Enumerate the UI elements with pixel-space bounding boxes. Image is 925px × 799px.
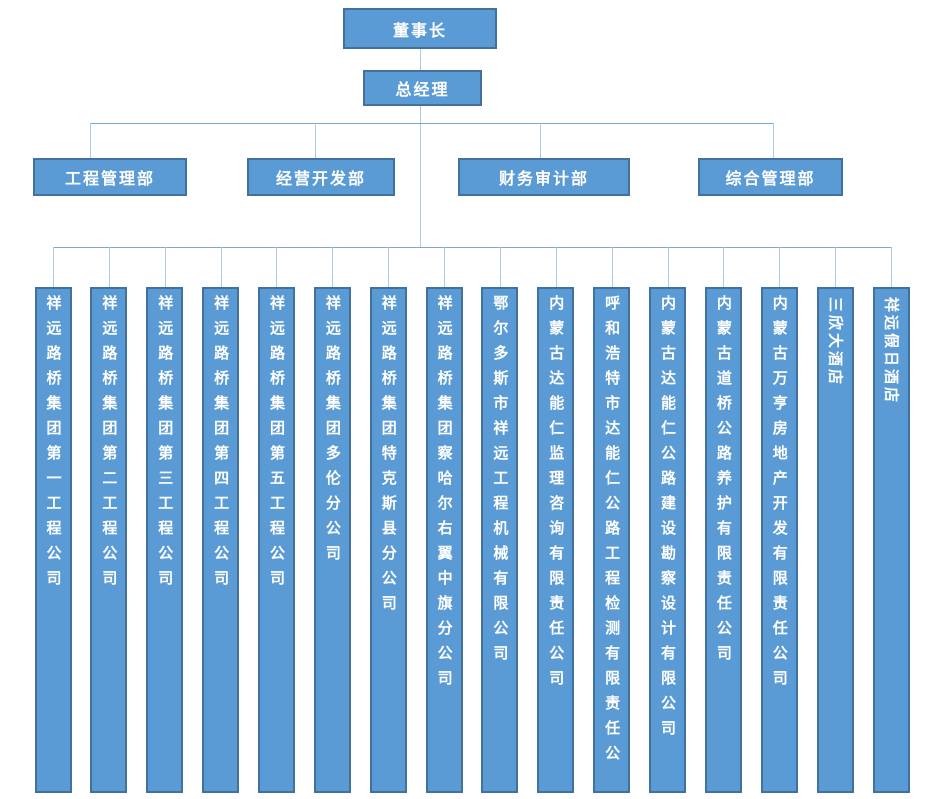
subsidiary-node-14: 内蒙古万亨房地产开发有限责任公司 xyxy=(760,287,798,793)
subsidiary-node-2: 祥远路桥集团第二工程公司 xyxy=(90,287,128,793)
connector-dept-stub xyxy=(540,123,541,158)
connector-subsidiary-stub xyxy=(556,247,557,287)
connector-subsidiary-stub xyxy=(668,247,669,287)
connector-chairman-gm xyxy=(420,49,421,70)
connector-subsidiary-stub xyxy=(221,247,222,287)
department-node-finance-audit: 财务审计部 xyxy=(458,158,630,196)
connector-subsidiary-stub xyxy=(612,247,613,287)
subsidiary-node-11: 呼和浩特市达能仁公路工程检测有限责任公司 xyxy=(593,287,631,793)
connector-subsidiary-stub xyxy=(165,247,166,287)
subsidiary-node-15: 三欣大酒店 xyxy=(816,287,854,793)
connector-departments-rail xyxy=(90,123,773,124)
subsidiary-node-5: 祥远路桥集团第五工程公司 xyxy=(257,287,295,793)
connector-subsidiary-stub xyxy=(388,247,389,287)
subsidiary-node-3: 祥远路桥集团第三工程公司 xyxy=(146,287,184,793)
department-node-business-development: 经营开发部 xyxy=(247,158,395,196)
connector-dept-stub xyxy=(315,123,316,158)
subsidiary-node-12: 内蒙古达能仁公路建设勘察设计有限公司 xyxy=(649,287,687,793)
connector-subsidiary-stub xyxy=(332,247,333,287)
connector-subsidiaries-rail xyxy=(53,247,891,248)
connector-gm-trunk xyxy=(420,106,421,247)
connector-dept-stub xyxy=(90,123,91,158)
subsidiary-node-13: 内蒙古道桥公路养护有限责任公司 xyxy=(704,287,742,793)
department-node-engineering-management: 工程管理部 xyxy=(33,158,187,196)
subsidiary-node-16: 祥远假日酒店 xyxy=(872,287,910,793)
connector-subsidiary-stub xyxy=(891,247,892,287)
subsidiary-node-7: 祥远路桥集团特克斯县分公司 xyxy=(369,287,407,793)
subsidiary-node-9: 鄂尔多斯市祥远工程机械有限公司 xyxy=(481,287,519,793)
connector-dept-stub xyxy=(773,123,774,158)
connector-subsidiary-stub xyxy=(276,247,277,287)
connector-subsidiary-stub xyxy=(444,247,445,287)
subsidiary-node-8: 祥远路桥集团察哈尔右翼中旗分公司 xyxy=(425,287,463,793)
subsidiary-node-4: 祥远路桥集团第四工程公司 xyxy=(202,287,240,793)
subsidiary-node-6: 祥远路桥集团多伦分公司 xyxy=(313,287,351,793)
general-manager-node: 总经理 xyxy=(363,70,482,106)
connector-subsidiary-stub xyxy=(723,247,724,287)
connector-subsidiary-stub xyxy=(109,247,110,287)
connector-subsidiary-stub xyxy=(835,247,836,287)
connector-subsidiary-stub xyxy=(53,247,54,287)
subsidiary-node-10: 内蒙古达能仁监理咨询有限责任公司 xyxy=(537,287,575,793)
subsidiary-node-1: 祥远路桥集团第一工程公司 xyxy=(34,287,72,793)
connector-subsidiary-stub xyxy=(779,247,780,287)
department-node-general-administration: 综合管理部 xyxy=(698,158,843,196)
connector-subsidiary-stub xyxy=(500,247,501,287)
chairman-node: 董事长 xyxy=(343,8,497,49)
